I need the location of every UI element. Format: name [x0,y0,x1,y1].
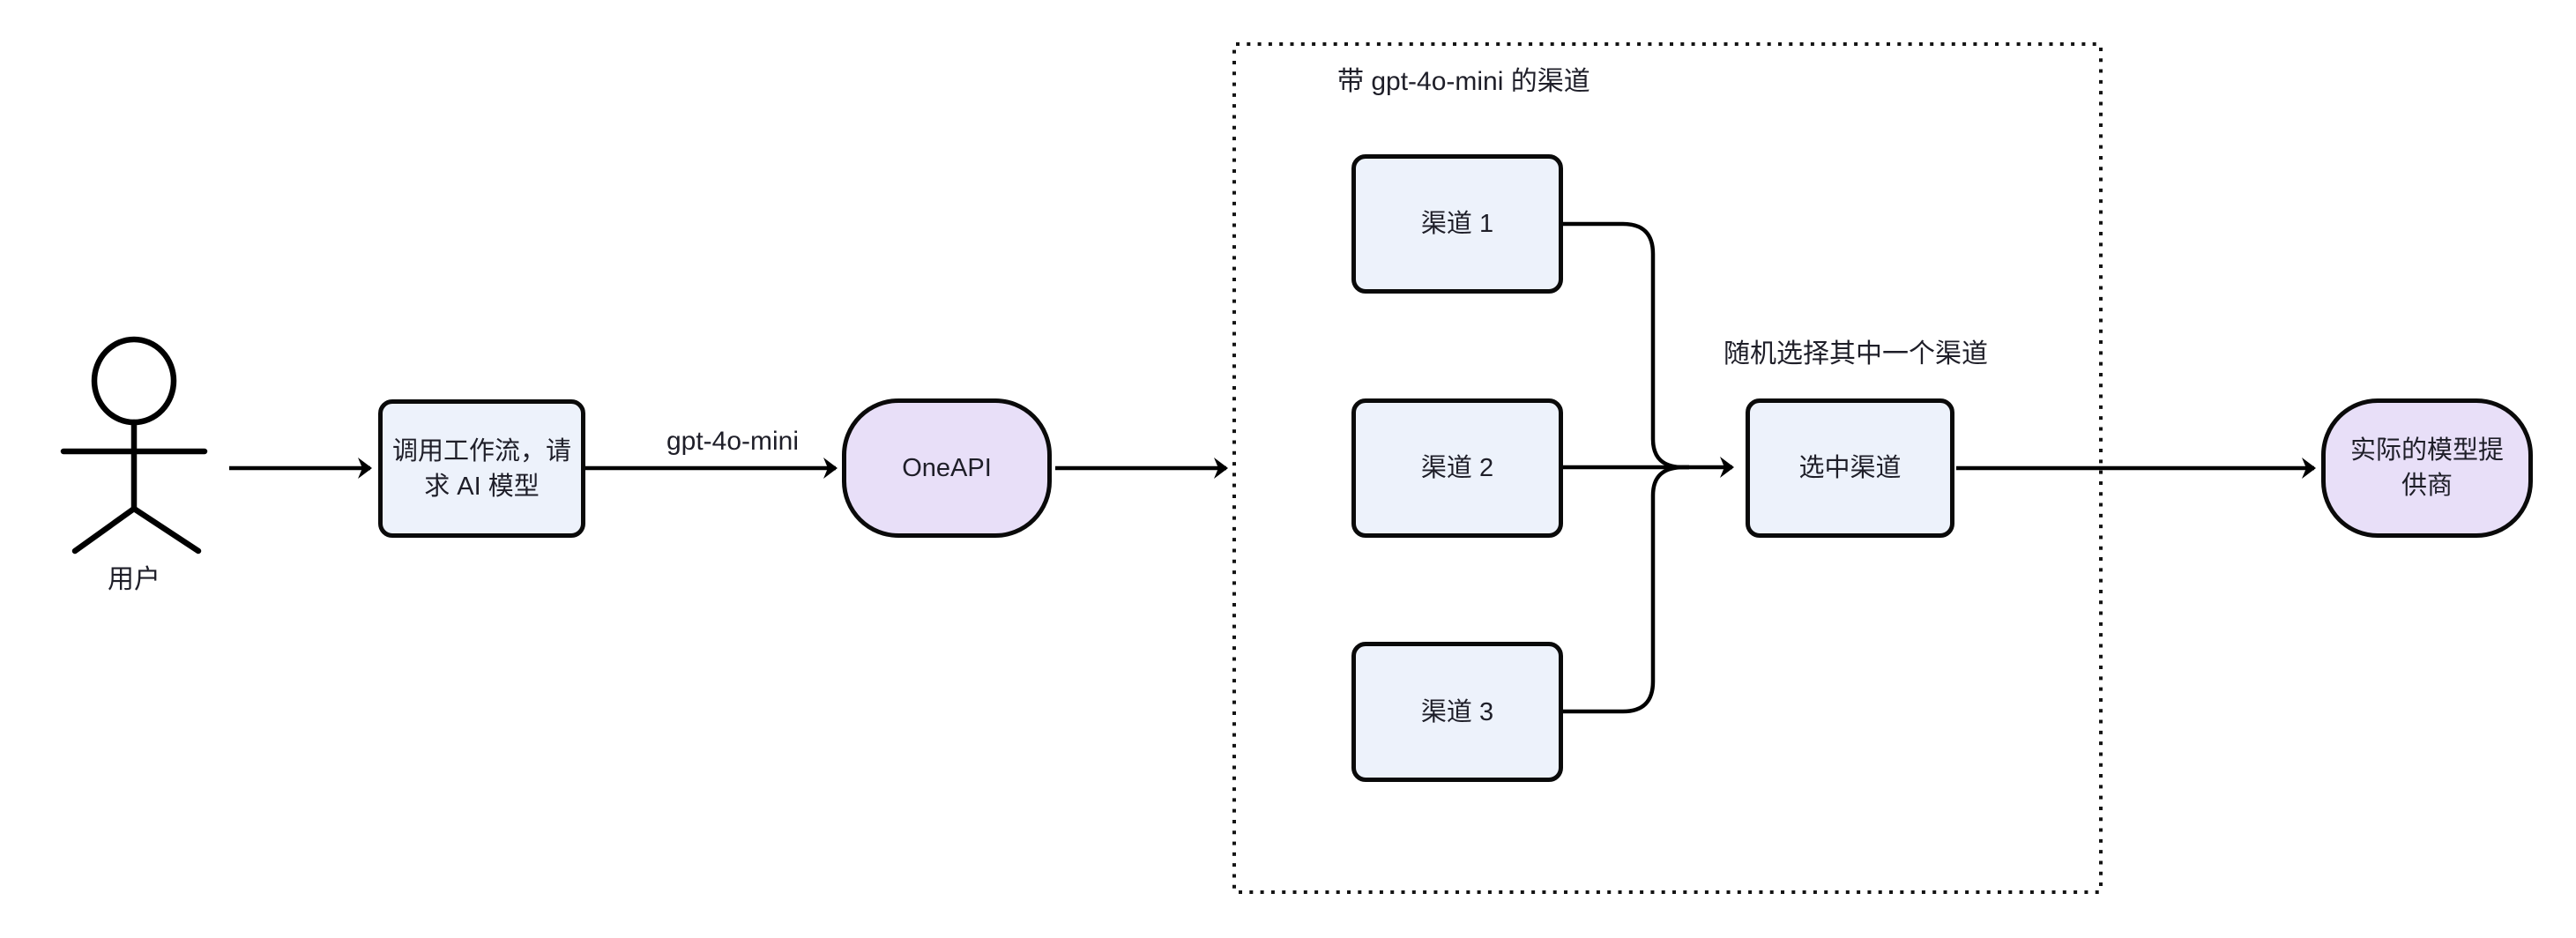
node-provider: 实际的模型提供商 [2321,398,2533,538]
node-channel-3-label: 渠道 3 [1420,697,1494,726]
node-selected-channel-label: 选中渠道 [1798,454,1902,482]
node-channel-3: 渠道 3 [1351,642,1563,782]
node-channel-1-label: 渠道 1 [1420,210,1494,238]
edge-label-random-pick: 随机选择其中一个渠道 [1724,339,1988,368]
user-actor-icon [60,336,208,555]
actor-label: 用户 [108,565,160,594]
edge-channel1-to-selected [1563,221,1689,470]
edge-channel3-to-selected [1563,465,1689,714]
node-workflow: 调用工作流，请求 AI 模型 [378,399,585,538]
node-channel-2: 渠道 2 [1351,398,1563,538]
node-provider-label: 实际的模型提供商 [2349,436,2504,500]
node-oneapi-label: OneAPI [902,454,992,482]
node-channel-1: 渠道 1 [1351,154,1563,294]
node-oneapi: OneAPI [842,398,1052,538]
actor-head [91,336,177,426]
edge-label-gpt-4o-mini: gpt-4o-mini [666,427,800,456]
node-workflow-label: 调用工作流，请求 AI 模型 [391,436,571,501]
node-selected-channel: 选中渠道 [1746,398,1954,538]
subgraph-title: 带 gpt-4o-mini 的渠道 [1337,67,1590,96]
edge-group [229,221,2316,714]
node-channel-2-label: 渠道 2 [1420,454,1494,482]
actor-legs [71,505,202,555]
